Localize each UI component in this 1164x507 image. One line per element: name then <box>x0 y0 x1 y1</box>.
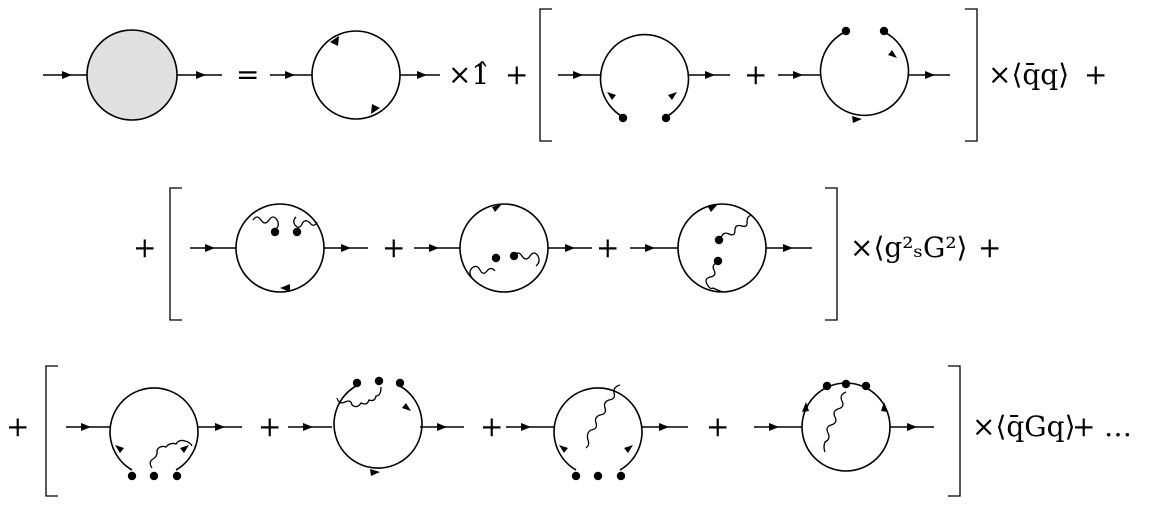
plus-sign: + <box>1072 410 1095 443</box>
plus-sign: + <box>6 410 29 443</box>
plus-sign: + <box>978 231 1001 264</box>
right-bracket <box>965 8 978 142</box>
mixed-condensate-diagram-2 <box>288 376 464 476</box>
plus-sign: + <box>258 410 281 443</box>
mixed-condensate-label: ×⟨q̄Gq⟩ <box>972 410 1076 443</box>
left-bracket <box>169 187 182 321</box>
plus-sign: + <box>596 231 619 264</box>
mixed-condensate-diagram-3 <box>506 384 688 481</box>
plus-sign: + <box>133 231 156 264</box>
mixed-condensate-diagram-4 <box>754 379 934 472</box>
quark-condensate-diagram-2 <box>778 26 950 123</box>
ellipsis: … <box>1104 410 1132 443</box>
full-propagator-blob <box>43 29 222 121</box>
plus-sign: + <box>1084 58 1107 91</box>
quark-condensate-label: ×⟨q̄q⟩ <box>988 58 1069 91</box>
mixed-condensate-diagram-1 <box>66 387 242 481</box>
gluon-condensate-diagram-2 <box>414 203 592 293</box>
right-bracket <box>825 187 838 321</box>
left-bracket <box>539 8 552 142</box>
perturbative-loop <box>270 30 440 120</box>
plus-sign: + <box>382 231 405 264</box>
equals-sign: = <box>236 58 259 91</box>
left-bracket <box>45 365 58 497</box>
gluon-condensate-label: ×⟨g²ₛG²⟩ <box>850 231 967 264</box>
unit-term: ×1̂ <box>448 58 489 91</box>
right-bracket <box>948 365 961 497</box>
gluon-condensate-diagram-3 <box>630 203 812 293</box>
plus-sign: + <box>480 410 503 443</box>
plus-sign: + <box>505 58 528 91</box>
quark-condensate-diagram-1 <box>558 33 730 123</box>
plus-sign: + <box>706 410 729 443</box>
plus-sign: + <box>744 58 767 91</box>
gluon-condensate-diagram-1 <box>190 203 368 293</box>
